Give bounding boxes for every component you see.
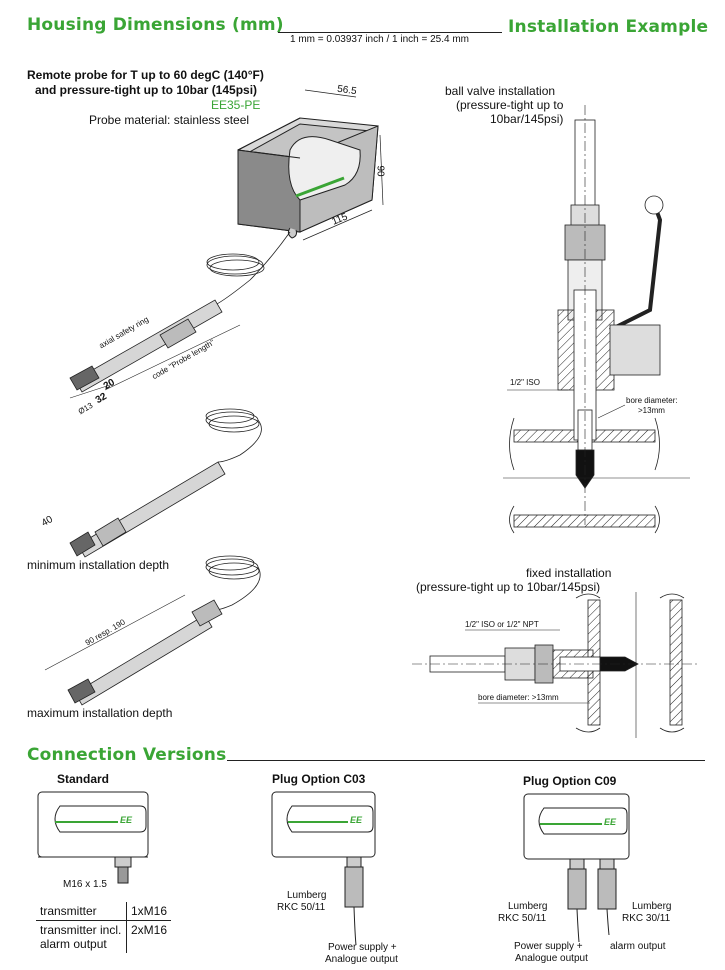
- c09-logo: EE: [604, 817, 617, 827]
- dim-width: 115: [330, 211, 350, 228]
- c03-logo: EE: [350, 815, 363, 825]
- ball-valve-title-2: (pressure-tight up to: [456, 98, 564, 112]
- min-depth-label: minimum installation depth: [27, 558, 170, 572]
- max-depth-label: maximum installation depth: [27, 706, 173, 720]
- axial-safety-ring-label: axial safety ring: [97, 314, 151, 351]
- table-row: transmitter 1xM16: [36, 902, 172, 921]
- c09-output-label-1: Power supply +: [514, 941, 583, 952]
- c09-title: Plug Option C09: [523, 774, 617, 788]
- c09-left-plug-label-1: Lumberg: [508, 901, 548, 912]
- dim-depth: 56.5: [336, 83, 358, 98]
- installation-example-heading: Installation Example: [508, 17, 709, 37]
- c09-left-plug-label-2: RKC 50/11: [498, 913, 547, 924]
- bore-label-1: bore diameter:: [626, 396, 678, 405]
- header-rule: [278, 32, 502, 33]
- probe-material: Probe material: stainless steel: [89, 113, 250, 127]
- fixed-thread-label: 1/2" ISO or 1/2" NPT: [465, 620, 539, 629]
- probe-spec-line2: and pressure-tight up to 10bar (145psi): [35, 83, 258, 97]
- c03-plug-label-2: RKC 50/11: [277, 902, 326, 913]
- c09-alarm-label: alarm output: [610, 941, 666, 952]
- option-name: transmitter incl. alarm output: [36, 920, 127, 953]
- c03-output-label-1: Power supply +: [328, 942, 397, 953]
- c09-right-plug-label-1: Lumberg: [632, 901, 672, 912]
- dim-32: 32: [93, 391, 109, 407]
- fixed-title-1: fixed installation: [526, 566, 612, 580]
- fixed-title-2: (pressure-tight up to 10bar/145psi): [416, 580, 601, 594]
- fixed-bore-label: bore diameter: >13mm: [478, 693, 559, 702]
- unit-conversion-note: 1 mm = 0.03937 inch / 1 inch = 25.4 mm: [290, 34, 469, 45]
- option-name: transmitter: [36, 902, 127, 921]
- option-value: 2xM16: [131, 923, 168, 937]
- housing-enclosure: [237, 117, 379, 239]
- ball-valve-title-3: 10bar/145psi): [490, 112, 564, 126]
- dim-20: 20: [101, 377, 117, 393]
- min-depth-dim: 40: [39, 514, 55, 530]
- table-row: transmitter incl. alarm output 2xM16: [36, 920, 171, 953]
- connection-rule: [227, 760, 705, 761]
- connection-versions-heading: Connection Versions: [27, 745, 227, 765]
- dim-height: 90: [374, 165, 386, 177]
- bore-label-2: >13mm: [638, 406, 665, 415]
- standard-options-table: transmitter 1xM16 transmitter incl. alar…: [36, 902, 172, 953]
- c03-output-label-2: Analogue output: [325, 954, 398, 965]
- ball-valve-title-1: ball valve installation: [445, 84, 556, 98]
- gland-label: M16 x 1.5: [63, 879, 107, 890]
- c03-plug-label-1: Lumberg: [287, 890, 327, 901]
- c09-output-label-2: Analogue output: [515, 953, 588, 964]
- standard-logo: EE: [120, 815, 133, 825]
- dim-13: Ø13: [76, 400, 95, 417]
- model-name: EE35-PE: [211, 98, 261, 112]
- iso-thread-label: 1/2" ISO: [510, 378, 540, 387]
- probe-length-label: code "Probe length": [150, 337, 217, 382]
- probe-spec-line1: Remote probe for T up to 60 degC (140°F): [27, 68, 264, 82]
- c03-title: Plug Option C03: [272, 772, 366, 786]
- c09-right-plug-label-2: RKC 30/11: [622, 913, 671, 924]
- max-depth-dim: 90 resp. 190: [83, 617, 127, 648]
- standard-title: Standard: [57, 772, 110, 786]
- option-value: 1xM16: [126, 902, 172, 921]
- housing-dimensions-heading: Housing Dimensions (mm): [27, 15, 284, 35]
